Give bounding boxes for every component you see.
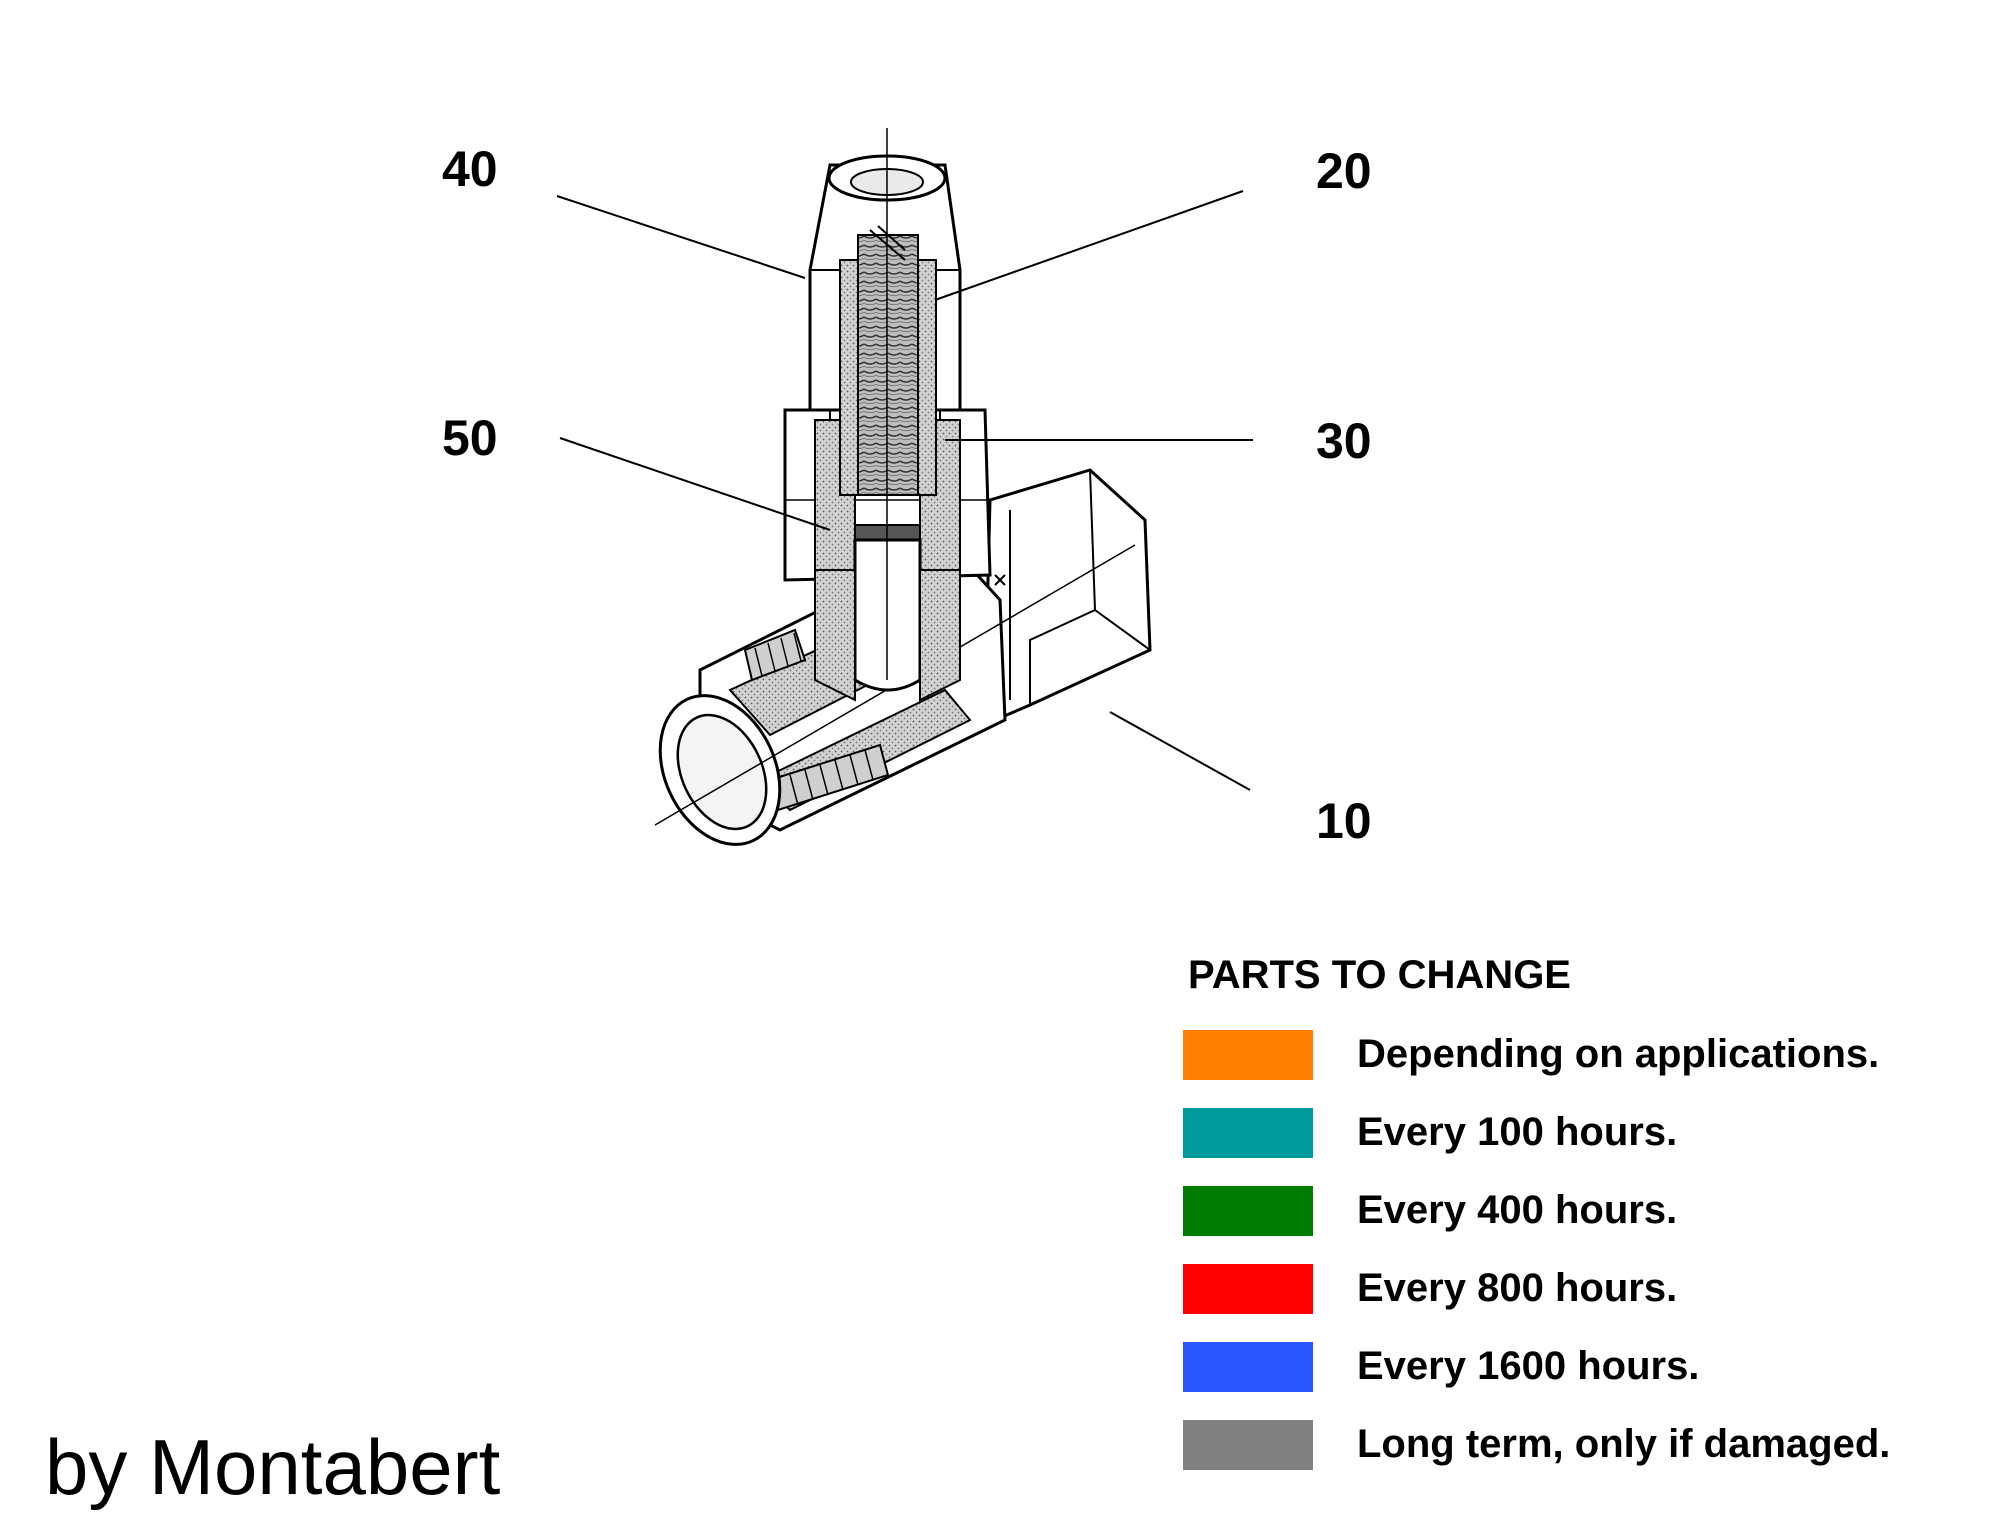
legend-item: Every 400 hours.	[1183, 1186, 1963, 1240]
legend-color-swatch	[1183, 1264, 1313, 1314]
legend-item-label: Depending on applications.	[1357, 1032, 1880, 1076]
legend-color-swatch	[1183, 1420, 1313, 1470]
leader-lines	[556, 190, 1253, 791]
leader-40	[556, 195, 806, 279]
part-label-40: 40	[442, 141, 498, 197]
part-label-10: 10	[1316, 793, 1372, 849]
legend-item: Every 100 hours.	[1183, 1108, 1963, 1162]
credit-text: by Montabert	[45, 1423, 501, 1511]
legend-item-label: Long term, only if damaged.	[1357, 1422, 1891, 1466]
leader-20	[934, 190, 1244, 301]
legend-title: PARTS TO CHANGE	[1188, 953, 1571, 997]
legend-item-label: Every 100 hours.	[1357, 1110, 1678, 1154]
legend-color-swatch	[1183, 1186, 1313, 1236]
upper-cap	[808, 154, 1006, 586]
part-label-20: 20	[1316, 143, 1372, 199]
legend-item-label: Every 400 hours.	[1357, 1188, 1678, 1232]
legend-item: Depending on applications.	[1183, 1030, 1963, 1084]
legend-item-label: Every 800 hours.	[1357, 1266, 1678, 1310]
legend-color-swatch	[1183, 1342, 1313, 1392]
legend-item: Every 1600 hours.	[1183, 1342, 1963, 1396]
legend-color-swatch	[1183, 1108, 1313, 1158]
legend-color-swatch	[1183, 1030, 1313, 1080]
legend-item: Long term, only if damaged.	[1183, 1420, 1963, 1474]
legend-item-label: Every 1600 hours.	[1357, 1344, 1700, 1388]
legend-item: Every 800 hours.	[1183, 1264, 1963, 1318]
leader-10	[1109, 711, 1251, 791]
vertical-stem	[814, 538, 961, 702]
part-label-50: 50	[442, 410, 498, 466]
leader-50	[559, 437, 831, 531]
right-hex-fitting	[983, 468, 1152, 722]
part-label-30: 30	[1316, 413, 1372, 469]
